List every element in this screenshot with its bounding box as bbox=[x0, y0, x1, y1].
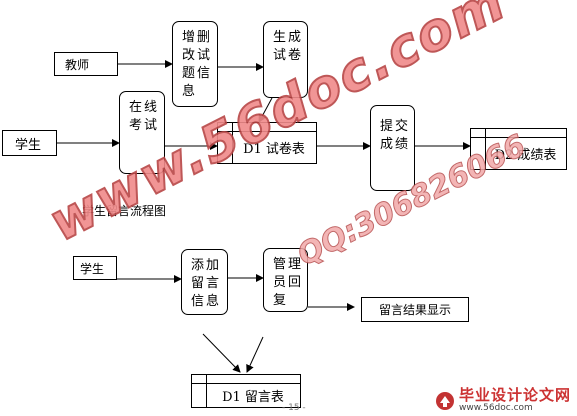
process-edit-questions: 增删 改试 题信 息 bbox=[172, 21, 218, 107]
entity-teacher: 教师 bbox=[54, 52, 118, 76]
result-display-label: 留言结果显示 bbox=[378, 303, 451, 317]
result-display-box: 留言结果显示 bbox=[361, 297, 469, 322]
store-bar bbox=[192, 383, 300, 384]
store-tick bbox=[232, 123, 233, 163]
process-generate-line: 试卷 bbox=[273, 48, 304, 63]
store-tick bbox=[206, 375, 207, 407]
process-edit-line: 改试 bbox=[182, 48, 213, 63]
store-message-table: D1 留言表 bbox=[191, 374, 301, 408]
process-edit-line: 息 bbox=[182, 84, 198, 99]
process-edit-line: 题信 bbox=[182, 66, 213, 81]
process-generate-line: 生成 bbox=[273, 30, 304, 45]
process-add-message-line: 添加 bbox=[191, 258, 222, 273]
site-logo: 毕业设计论文网 www.56doc.com bbox=[435, 388, 571, 413]
store-exam-paper-label: D1 试卷表 bbox=[243, 141, 305, 157]
entity-student: 学生 bbox=[2, 130, 57, 156]
process-admin-reply-line: 员回 bbox=[273, 275, 304, 290]
process-add-message-line: 留言 bbox=[191, 276, 222, 291]
process-online-exam: 在线 考试 bbox=[119, 91, 165, 174]
store-bar bbox=[471, 137, 566, 138]
process-edit-line: 增删 bbox=[182, 30, 213, 45]
store-tick bbox=[485, 129, 486, 169]
process-add-message: 添加 留言 信息 bbox=[181, 249, 228, 315]
process-admin-reply-line: 复 bbox=[273, 293, 289, 308]
arrow-generate-to-paper bbox=[258, 97, 273, 123]
process-submit-score: 提交 成绩 bbox=[370, 105, 415, 191]
store-message-label: D1 留言表 bbox=[222, 389, 284, 405]
process-admin-reply: 管理 员回 复 bbox=[263, 248, 308, 312]
process-online-exam-line: 在线 bbox=[129, 100, 160, 115]
process-online-exam-line: 考试 bbox=[129, 118, 160, 133]
process-submit-line: 成绩 bbox=[380, 137, 411, 152]
process-generate-paper: 生成 试卷 bbox=[263, 21, 308, 98]
entity-student-2: 学生 bbox=[73, 256, 117, 280]
store-score-label: D2 成绩表 bbox=[494, 147, 557, 163]
store-bar bbox=[218, 131, 316, 132]
logo-title: 毕业设计论文网 bbox=[458, 386, 571, 404]
process-admin-reply-line: 管理 bbox=[273, 257, 304, 272]
process-add-message-line: 信息 bbox=[191, 294, 222, 309]
process-submit-line: 提交 bbox=[380, 119, 411, 134]
arrow-right-to-message-table bbox=[246, 336, 264, 373]
page-number: - 15 - bbox=[282, 403, 306, 413]
logo-url: www.56doc.com bbox=[458, 403, 533, 413]
diagram-caption: 学生留言流程图 bbox=[82, 204, 167, 218]
logo-emblem-icon bbox=[435, 391, 454, 410]
arrow-left-to-message-table bbox=[202, 333, 241, 373]
store-exam-paper-table: D1 试卷表 bbox=[217, 122, 317, 164]
entity-student-2-label: 学生 bbox=[80, 261, 105, 276]
store-score-table: D2 成绩表 bbox=[470, 128, 567, 170]
entity-teacher-label: 教师 bbox=[65, 57, 90, 72]
entity-student-label: 学生 bbox=[15, 137, 42, 153]
